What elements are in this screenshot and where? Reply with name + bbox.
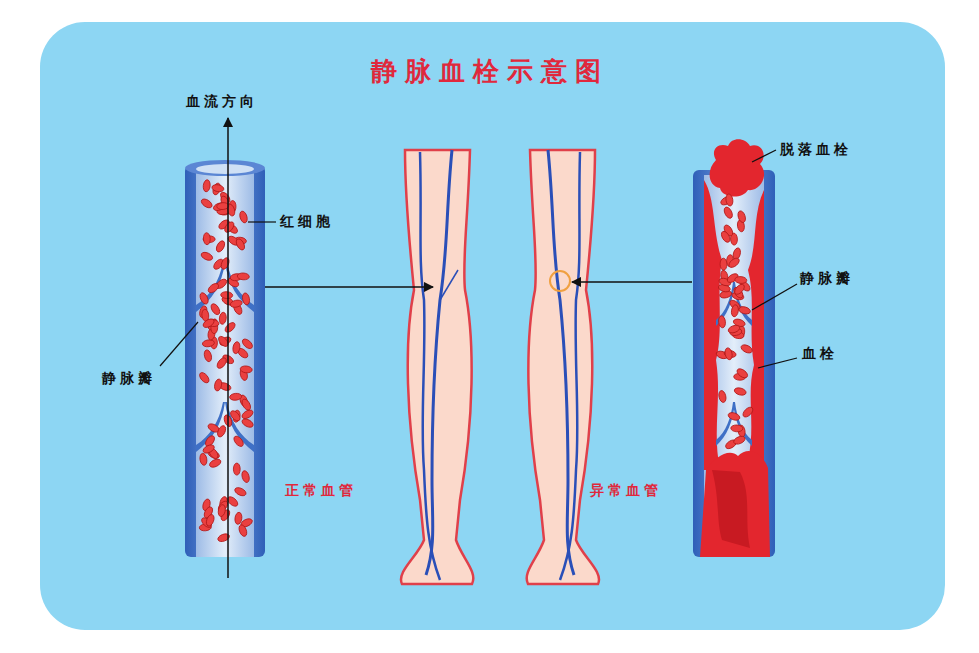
flow-arrow <box>227 118 229 578</box>
red-blood-cell <box>220 257 231 271</box>
red-blood-cell <box>735 367 749 380</box>
red-blood-cell <box>217 202 230 210</box>
detached-clot <box>710 139 764 196</box>
red-blood-cell <box>207 282 221 295</box>
red-blood-cell <box>733 283 746 296</box>
red-blood-cell <box>718 390 727 403</box>
red-blood-cell <box>234 486 248 497</box>
vein-valve <box>716 282 752 446</box>
red-blood-cell <box>741 405 754 418</box>
red-blood-cell <box>731 304 740 317</box>
red-blood-cell <box>202 339 215 347</box>
red-blood-cell <box>241 470 251 483</box>
red-blood-cell <box>214 378 223 391</box>
red-blood-cell <box>205 513 216 527</box>
red-blood-cell <box>200 251 214 262</box>
title: 静脉血栓示意图 <box>0 54 979 89</box>
leader-line <box>752 284 797 310</box>
red-blood-cell <box>200 197 214 209</box>
red-blood-cell <box>740 343 754 354</box>
red-blood-cell <box>232 341 241 354</box>
part-label: 红细胞 <box>280 213 334 230</box>
vein-valve <box>196 262 254 452</box>
red-blood-cell <box>240 398 252 412</box>
abnormal-vessel <box>693 139 775 557</box>
red-blood-cell <box>241 337 254 350</box>
vessel-caption: 异常血管 <box>590 482 662 499</box>
red-blood-cell <box>235 238 247 252</box>
red-blood-cell <box>724 347 733 360</box>
red-blood-cells <box>715 194 754 451</box>
red-blood-cell <box>217 504 226 517</box>
leader-line <box>752 150 776 162</box>
red-blood-cell <box>209 302 221 316</box>
red-blood-cell <box>208 458 222 469</box>
part-label: 静脉瓣 <box>102 370 156 387</box>
red-blood-cell <box>202 443 216 455</box>
red-blood-cell <box>238 210 248 223</box>
red-blood-cell <box>233 463 240 475</box>
pointer-arrow <box>572 281 692 283</box>
leader-line <box>758 358 797 368</box>
background-panel <box>40 22 945 630</box>
vessel-caption: 正常血管 <box>285 482 357 499</box>
part-label: 静脉瓣 <box>800 270 854 287</box>
left-leg <box>401 150 473 584</box>
red-blood-cell <box>727 256 741 269</box>
leader-line <box>248 221 276 222</box>
red-blood-cell <box>198 371 211 385</box>
red-blood-cell <box>199 453 208 466</box>
red-blood-cell <box>735 276 748 284</box>
red-blood-cell <box>731 425 743 432</box>
red-blood-cell <box>215 240 227 254</box>
red-blood-cell <box>241 417 255 429</box>
part-label: 脱落血栓 <box>780 141 852 158</box>
normal-vessel <box>185 160 265 557</box>
red-blood-cell <box>211 184 224 193</box>
red-blood-cell <box>232 435 245 449</box>
red-blood-cell <box>219 312 227 325</box>
right-leg <box>527 150 599 584</box>
red-blood-cell <box>229 393 242 401</box>
part-label: 血流方向 <box>186 93 258 110</box>
red-blood-cell <box>216 424 227 438</box>
red-blood-cell <box>720 258 727 270</box>
red-blood-cells <box>198 179 255 543</box>
red-blood-cell <box>727 324 741 334</box>
red-blood-cell <box>202 317 216 329</box>
red-blood-cell <box>733 435 747 446</box>
red-blood-cell <box>718 315 726 328</box>
red-blood-cell <box>737 210 747 224</box>
red-blood-cell <box>203 233 210 245</box>
pointer-arrow <box>265 286 433 288</box>
part-label: 血栓 <box>802 345 838 362</box>
red-blood-cell <box>220 291 232 299</box>
red-blood-cell <box>223 220 236 234</box>
red-blood-cell <box>238 524 249 538</box>
red-blood-cell <box>720 230 732 244</box>
red-blood-cell <box>234 512 242 525</box>
red-blood-cell <box>203 179 211 192</box>
red-blood-cell <box>215 356 228 370</box>
red-blood-cell <box>230 299 243 308</box>
red-blood-cell <box>734 387 747 397</box>
red-blood-cell <box>727 411 741 421</box>
red-blood-cell <box>223 321 236 334</box>
red-blood-cell <box>242 292 251 305</box>
red-blood-cell <box>723 206 735 220</box>
red-blood-cell <box>725 194 734 207</box>
red-blood-cell <box>203 349 213 362</box>
red-blood-cell <box>240 365 253 373</box>
leader-line <box>160 322 198 366</box>
thrombus-marker <box>550 271 570 291</box>
red-blood-cell <box>198 292 209 306</box>
red-blood-cell <box>237 273 249 281</box>
